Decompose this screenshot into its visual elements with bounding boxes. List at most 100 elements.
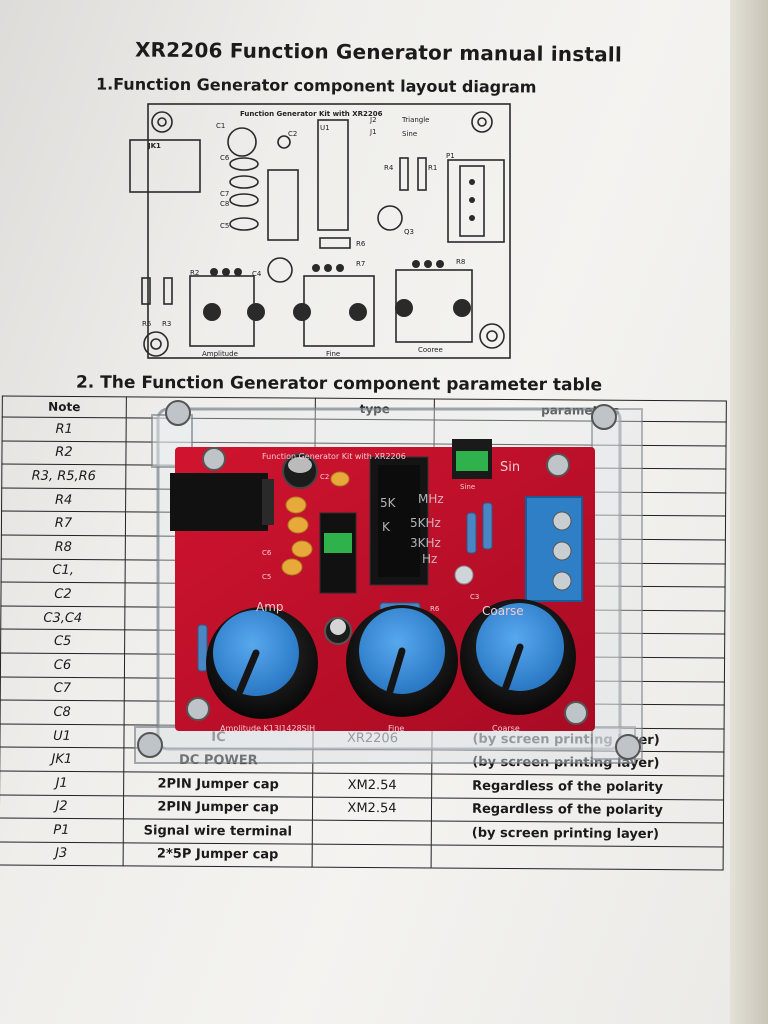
diagram-mount-hole-inner <box>157 117 167 127</box>
cell-note: J2 <box>0 794 124 819</box>
diagram-pad <box>312 264 320 272</box>
diagram-label-j1: J1 <box>369 128 377 136</box>
ceramic-capacitor <box>291 540 313 558</box>
diagram-mount-hole-inner <box>477 117 487 127</box>
pcb-screw <box>546 453 570 477</box>
terminal-screw <box>552 511 572 531</box>
header-note: Note <box>2 395 127 418</box>
silk-bottom-right: Coarse <box>492 724 520 733</box>
jumper-cap-j3 <box>324 533 352 553</box>
silk-freq-label: 3KHz <box>410 536 441 550</box>
diagram-label-r7: R7 <box>356 260 365 268</box>
resistor <box>197 624 208 672</box>
silk-top-title: Function Generator Kit with XR2206 <box>262 452 406 461</box>
cell-note: C8 <box>0 700 125 725</box>
cell-note: J3 <box>0 841 124 867</box>
silk-r6: R6 <box>430 605 440 613</box>
cell-note: C5 <box>0 629 125 654</box>
diagram-label-q3: Q3 <box>404 228 414 236</box>
acrylic-edge-right <box>591 408 643 760</box>
terminal-screw <box>552 571 572 591</box>
document-title: XR2206 Function Generator manual install <box>134 37 623 67</box>
cell-name: Signal wire terminal <box>123 818 313 844</box>
diagram-c1 <box>227 127 257 157</box>
diagram-c8 <box>229 193 259 207</box>
diagram-label-c5: C5 <box>220 222 229 230</box>
diagram-board-outline <box>147 103 511 359</box>
diagram-pot-pin <box>247 303 265 321</box>
cell-param: Regardless of the polarity <box>431 773 724 800</box>
pcb-screw <box>202 447 226 471</box>
diagram-r6 <box>319 237 351 249</box>
diagram-label-jk1: JK1 <box>147 142 161 150</box>
cell-type <box>312 843 432 869</box>
resistor <box>482 502 493 550</box>
diagram-p1-inner <box>459 165 485 237</box>
cell-note: U1 <box>0 723 125 749</box>
diagram-mount-hole-inner <box>486 330 498 342</box>
terminal-screw <box>552 541 572 561</box>
section2-heading: 2. The Function Generator component para… <box>75 372 603 396</box>
cell-note: R8 <box>1 534 126 560</box>
silk-c2: C2 <box>320 473 329 481</box>
cell-param: (by screen printing layer) <box>431 821 724 847</box>
silk-amp: Amp <box>256 600 284 614</box>
dc-jack-body <box>262 479 274 525</box>
cell-note: C1, <box>1 558 126 583</box>
knob-coarse[interactable] <box>460 599 576 715</box>
resistor <box>466 512 477 554</box>
diagram-p1 <box>447 159 505 243</box>
diagram-label-r3: R3 <box>162 320 171 328</box>
cell-note: JK1 <box>0 747 124 772</box>
diagram-pad <box>469 215 475 221</box>
knob-fine[interactable] <box>346 605 458 717</box>
diagram-mount-hole-inner <box>150 338 162 350</box>
cell-note: C2 <box>0 582 126 607</box>
silk-bottom-left: Amplitude K13I1428SJH <box>220 724 315 733</box>
diagram-pad <box>234 268 242 276</box>
diagram-u1 <box>317 119 349 231</box>
pcb-screw <box>564 701 588 725</box>
cell-note: R3, R5,R6 <box>1 464 126 489</box>
table-surface <box>730 0 768 1024</box>
silk-c6: C6 <box>262 549 272 557</box>
diagram-jk1-outline <box>129 139 201 193</box>
transistor-q3 <box>454 565 474 585</box>
silk-c5: C5 <box>262 573 271 581</box>
diagram-label-fine: Fine <box>326 350 340 358</box>
diagram-label-triangle: Triangle <box>401 116 430 124</box>
cell-name: 2PIN Jumper cap <box>123 795 313 821</box>
diagram-mount-hole <box>479 323 505 349</box>
diagram-label-u1: U1 <box>320 124 330 132</box>
cell-name: 2*5P Jumper cap <box>123 842 313 868</box>
diagram-j3 <box>267 169 299 241</box>
cell-type: XM2.54 <box>312 773 432 798</box>
knob-amplitude[interactable] <box>206 607 318 719</box>
diagram-pad <box>436 260 444 268</box>
diagram-mount-hole <box>151 111 173 133</box>
diagram-c6 <box>229 157 259 171</box>
cell-note: R7 <box>1 511 126 536</box>
diagram-pot-pin <box>203 303 221 321</box>
diagram-pad <box>469 179 475 185</box>
diagram-label-r6: R6 <box>356 240 366 248</box>
ic-u1-body <box>378 465 420 577</box>
cell-note: R1 <box>2 416 127 442</box>
diagram-label-c6: C6 <box>220 154 230 162</box>
diagram-label-c1: C1 <box>216 122 225 130</box>
diagram-mount-hole <box>471 111 493 133</box>
diagram-label-sine: Sine <box>402 130 417 138</box>
diagram-r3 <box>163 277 173 305</box>
diagram-pot-pin <box>293 303 311 321</box>
pcb-screw <box>186 697 210 721</box>
silk-bottom-mid: Fine <box>388 724 404 733</box>
capacitor-c4-top <box>330 619 346 635</box>
diagram-pad <box>424 260 432 268</box>
diagram-label-c4: C4 <box>252 270 262 278</box>
ceramic-capacitor <box>285 496 307 514</box>
diagram-r5 <box>141 277 151 305</box>
silk-c3: C3 <box>470 593 479 601</box>
case-screw <box>615 734 641 760</box>
diagram-r4 <box>399 157 409 191</box>
